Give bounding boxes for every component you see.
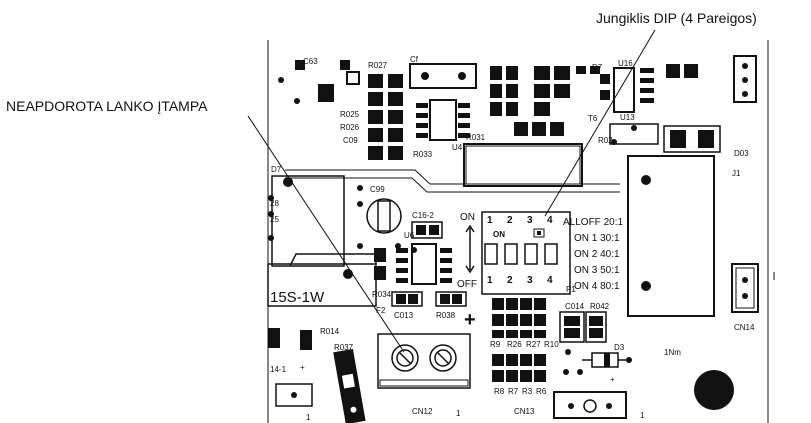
label-r026: R026 xyxy=(340,123,360,132)
label-cn13: CN13 xyxy=(514,407,535,416)
dip-switch-callout-label: Jungiklis DIP (4 Pareigos) xyxy=(596,10,757,26)
resistor-array-r027 xyxy=(368,74,403,160)
label-r042: R042 xyxy=(590,302,610,311)
label-c16: C16-2 xyxy=(412,211,434,220)
label-cn12: CN12 xyxy=(412,407,433,416)
raw-voltage-callout-label: NEAPDOROTA LANKO ĮTAMPA xyxy=(6,98,208,114)
dip-on-label: ON xyxy=(460,212,475,223)
label-r037: R037 xyxy=(334,343,354,352)
label-u16: U16 xyxy=(618,59,633,68)
label-r10: R10 xyxy=(544,340,559,349)
dip-row-4: ON 4 80:1 xyxy=(574,281,620,292)
dip-numb-3: 3 xyxy=(527,275,533,286)
dip-callout-line xyxy=(544,29,656,217)
label-r025: R025 xyxy=(340,110,360,119)
label-r6: R6 xyxy=(536,387,547,396)
dip-row-2: ON 2 40:1 xyxy=(574,249,620,260)
dip-off-label: OFF xyxy=(457,279,477,290)
label-d3: D3 xyxy=(614,343,625,352)
dip-numb-4: 4 xyxy=(547,275,553,286)
dip-num-3: 3 xyxy=(527,215,533,226)
label-r031: R031 xyxy=(466,133,486,142)
label-p1: P1 xyxy=(566,285,576,294)
label-n1b: 1 xyxy=(640,411,645,420)
label-r033: R033 xyxy=(413,150,433,159)
label-c09: C09 xyxy=(343,136,358,145)
label-u13: U13 xyxy=(620,113,635,122)
label-n1a: 1 xyxy=(456,409,461,418)
label-r034: R034 xyxy=(372,290,392,299)
label-r038: R038 xyxy=(436,311,456,320)
label-n28: 28 xyxy=(270,199,279,208)
label-t6: T6 xyxy=(588,114,598,123)
label-r7: R7 xyxy=(508,387,519,396)
label-1nm: 1Nm xyxy=(664,348,681,357)
dip-switch: 1 2 3 4 ON 1 2 3 4 xyxy=(481,211,571,295)
label-r8: R8 xyxy=(494,387,505,396)
dip-numb-1: 1 xyxy=(487,275,493,286)
label-d7: D7 xyxy=(592,63,603,72)
raw-voltage-callout-line xyxy=(247,115,405,353)
label-c63: C63 xyxy=(303,57,318,66)
dip-numb-2: 2 xyxy=(507,275,513,286)
label-r014: R014 xyxy=(320,327,340,336)
label-plus: + xyxy=(464,309,476,331)
label-r3: R3 xyxy=(522,387,533,396)
label-u4: U4 xyxy=(452,143,463,152)
label-r26: R26 xyxy=(507,340,522,349)
label-cf: Cf xyxy=(410,55,419,64)
label-cn14: CN14 xyxy=(734,323,755,332)
label-u6: U6 xyxy=(404,231,415,240)
label-n1c: 1 xyxy=(306,413,311,422)
label-d7b: D7 xyxy=(271,165,282,174)
label-plus3: + xyxy=(610,375,615,384)
label-plus2: + xyxy=(300,363,305,372)
label-r02: R02 xyxy=(598,136,613,145)
label-c014: C014 xyxy=(565,302,585,311)
dip-num-1: 1 xyxy=(487,215,493,226)
label-r9: R9 xyxy=(490,340,501,349)
label-c99: C99 xyxy=(370,185,385,194)
label-psu: 15S-1W xyxy=(270,289,325,306)
label-j1: J1 xyxy=(732,169,741,178)
label-d03: D03 xyxy=(734,149,749,158)
terminal-cn12 xyxy=(377,333,471,389)
dip-ratio-table: ALLOFF 20:1 ON 1 30:1 ON 2 40:1 ON 3 50:… xyxy=(563,217,623,292)
label-n141: 14-1 xyxy=(270,365,287,374)
label-n25: 25 xyxy=(270,215,279,224)
label-r27: R27 xyxy=(526,340,541,349)
dip-row-1: ON 1 30:1 xyxy=(574,233,620,244)
dip-num-4: 4 xyxy=(547,215,553,226)
dip-row-3: ON 3 50:1 xyxy=(574,265,620,276)
label-c013: C013 xyxy=(394,311,414,320)
label-f2: F2 xyxy=(376,306,386,315)
dip-row-0: ALLOFF 20:1 xyxy=(563,217,623,228)
dip-on-logo: ON xyxy=(493,230,505,239)
dip-num-2: 2 xyxy=(507,215,513,226)
label-r027: R027 xyxy=(368,61,388,70)
